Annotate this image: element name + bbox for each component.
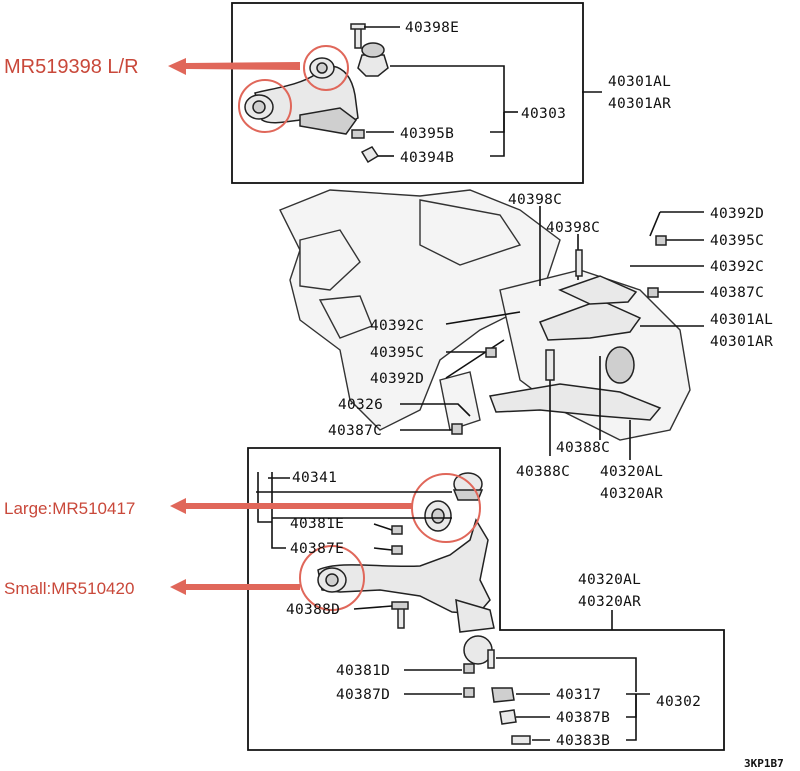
small-arrow bbox=[170, 579, 300, 595]
label-40398C-b: 40398C bbox=[546, 220, 600, 236]
label-40320AL-bottom: 40320AL bbox=[578, 572, 641, 588]
label-40341: 40341 bbox=[292, 470, 337, 486]
upper-bushing-highlight-2 bbox=[238, 79, 292, 133]
annotation-upper: MR519398 L/R bbox=[4, 56, 139, 78]
nut-icon bbox=[485, 347, 497, 358]
label-40387C-left: 40387C bbox=[328, 423, 382, 439]
annotation-small: Small:MR510420 bbox=[4, 579, 134, 598]
label-40387D: 40387D bbox=[336, 687, 390, 703]
diagram-code: 3KP1B7 bbox=[744, 757, 784, 770]
large-part-number-callout: Large:MR510417 bbox=[4, 498, 412, 518]
label-40395B: 40395B bbox=[400, 126, 454, 142]
subframe-drawing bbox=[279, 189, 691, 441]
bolt-icon bbox=[545, 349, 555, 381]
lower-group-frame bbox=[247, 447, 725, 751]
bolt-icon bbox=[575, 249, 583, 277]
upper-arrow bbox=[168, 58, 300, 75]
label-40317: 40317 bbox=[556, 687, 601, 703]
label-40301AL-mid: 40301AL bbox=[710, 312, 773, 328]
large-arrow bbox=[170, 498, 412, 514]
label-40394B: 40394B bbox=[400, 150, 454, 166]
label-40392C-right: 40392C bbox=[710, 259, 764, 275]
nut-icon bbox=[647, 287, 659, 298]
middle-leader-lines bbox=[400, 206, 704, 460]
label-40392C-left: 40392C bbox=[370, 318, 424, 334]
label-40301AR-top: 40301AR bbox=[608, 96, 671, 112]
lower-control-arm-drawing bbox=[317, 472, 531, 745]
label-40388C-a: 40388C bbox=[556, 440, 610, 456]
label-40320AR-bottom: 40320AR bbox=[578, 594, 641, 610]
label-40392D: 40392D bbox=[710, 206, 764, 222]
label-40398C-a: 40398C bbox=[508, 192, 562, 208]
label-40303: 40303 bbox=[521, 106, 566, 122]
lower-arm-assembly-box: 40341 40381E 40387E 40388D 40320AL 40320… bbox=[247, 447, 725, 751]
upper-control-arm-drawing bbox=[244, 23, 389, 164]
label-40395C-right: 40395C bbox=[710, 233, 764, 249]
nut-icon bbox=[451, 423, 463, 435]
label-40381D: 40381D bbox=[336, 663, 390, 679]
annotation-large: Large:MR510417 bbox=[4, 499, 135, 518]
label-40326: 40326 bbox=[338, 397, 383, 413]
label-40392D-left: 40392D bbox=[370, 371, 424, 387]
label-40387C-right: 40387C bbox=[710, 285, 764, 301]
label-40383B: 40383B bbox=[556, 733, 610, 749]
label-40301AL-top: 40301AL bbox=[608, 74, 671, 90]
label-40301AR-mid: 40301AR bbox=[710, 334, 773, 350]
label-40387B: 40387B bbox=[556, 710, 610, 726]
small-part-number-callout: Small:MR510420 bbox=[4, 579, 300, 598]
label-40387E: 40387E bbox=[290, 541, 344, 557]
nut-icon bbox=[655, 235, 667, 246]
label-40388C-b: 40388C bbox=[516, 464, 570, 480]
label-40320AL-mid: 40320AL bbox=[600, 464, 663, 480]
label-40395C-left: 40395C bbox=[370, 345, 424, 361]
upper-part-number-callout: MR519398 L/R bbox=[4, 56, 300, 78]
small-bushing-highlight bbox=[299, 545, 365, 611]
label-40398E: 40398E bbox=[405, 20, 459, 36]
label-40381E: 40381E bbox=[290, 516, 344, 532]
middle-labels: 40398C 40398C 40392D 40395C 40392C 40387… bbox=[328, 192, 773, 502]
upper-group-frame bbox=[231, 2, 584, 184]
label-40302: 40302 bbox=[656, 694, 701, 710]
label-40388D: 40388D bbox=[286, 602, 340, 618]
upper-arm-assembly-box: 40398E 40303 40395B 40394B 40301AL 40301… bbox=[231, 2, 671, 184]
label-40320AR-mid: 40320AR bbox=[600, 486, 663, 502]
upper-bushing-highlight bbox=[303, 45, 349, 91]
